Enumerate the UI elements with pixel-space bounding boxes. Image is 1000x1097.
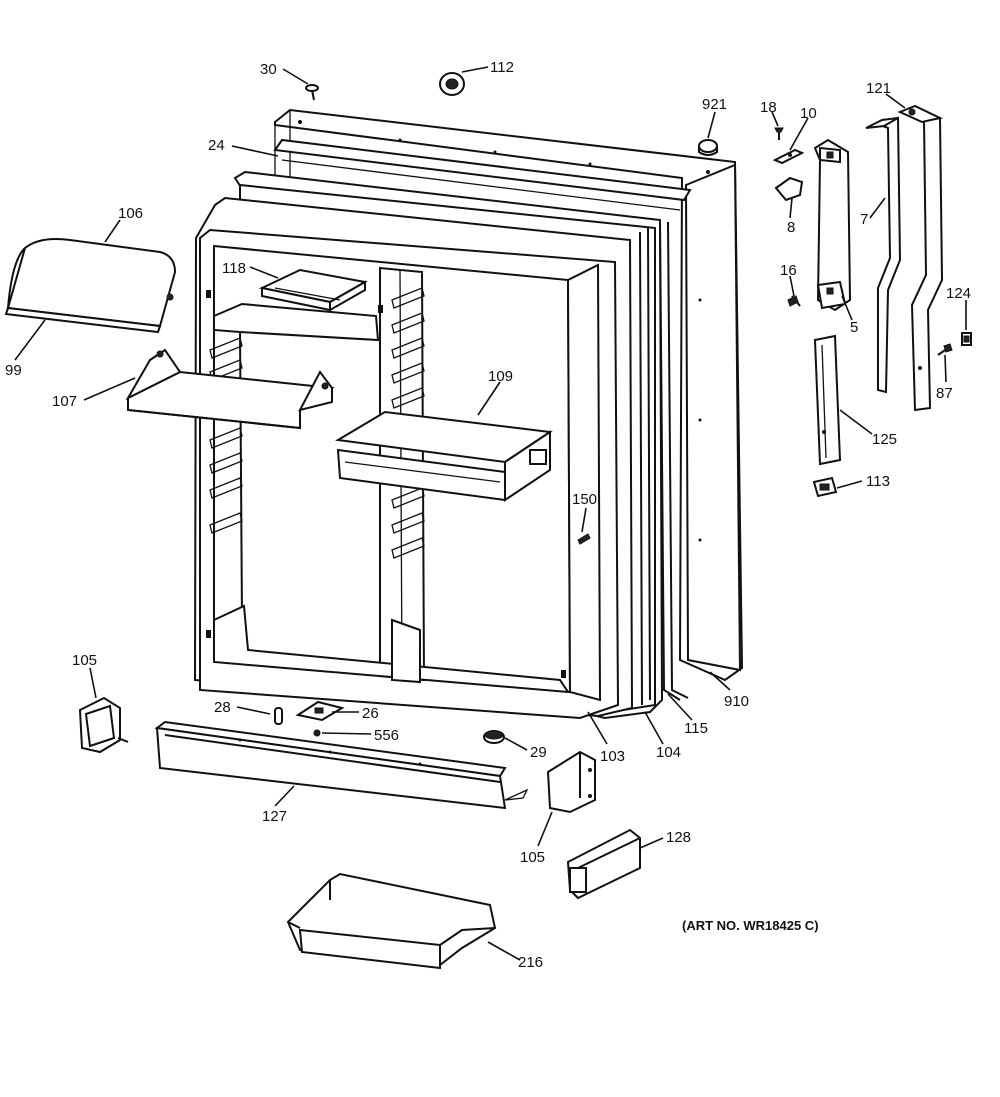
- kick-plate-127: [154, 720, 529, 810]
- callout-103: 103: [600, 748, 625, 765]
- callout-107: 107: [52, 393, 77, 410]
- hinge-bracket-5: [813, 138, 852, 312]
- callout-105-right: 105: [520, 849, 545, 866]
- handle-cap-113: [812, 476, 838, 498]
- door-bin: [335, 410, 553, 502]
- callout-127: 127: [262, 808, 287, 825]
- callout-7: 7: [860, 211, 868, 228]
- callout-99: 99: [5, 362, 22, 379]
- plug-112: [439, 72, 465, 96]
- bracket-128: [566, 828, 641, 900]
- callout-8: 8: [787, 219, 795, 236]
- bracket-26: [295, 700, 345, 722]
- screw-30: [305, 84, 319, 101]
- callout-216: 216: [518, 954, 543, 971]
- callout-18: 18: [760, 99, 777, 116]
- dairy-rack: [258, 268, 368, 312]
- callout-124: 124: [946, 285, 971, 302]
- callout-121: 121: [866, 80, 891, 97]
- callout-115: 115: [684, 720, 708, 737]
- callout-125: 125: [872, 431, 897, 448]
- callout-921: 921: [702, 96, 727, 113]
- plug-29: [483, 730, 505, 744]
- leader-lines: [14, 66, 967, 961]
- callout-910: 910: [724, 693, 749, 710]
- hinge-pin-10: [772, 148, 805, 165]
- screw-556: [313, 729, 321, 737]
- pin-28: [274, 707, 283, 725]
- callout-10: 10: [800, 105, 817, 122]
- door-liner: [193, 196, 634, 720]
- callout-105-left: 105: [72, 652, 97, 669]
- callout-30: 30: [260, 61, 277, 78]
- callout-128: 128: [666, 829, 691, 846]
- callout-118: 118: [222, 260, 246, 277]
- callout-112: 112: [490, 59, 514, 76]
- callout-24: 24: [208, 137, 225, 154]
- door-shelf-left: [125, 348, 335, 430]
- door-outer-panel: [274, 108, 744, 682]
- screw-87: [937, 343, 953, 356]
- trim-rail-7: [865, 116, 902, 394]
- screw-18: [774, 127, 784, 140]
- door-bin-216: [286, 872, 497, 970]
- art-number: (ART NO. WR18425 C): [682, 918, 819, 933]
- callout-106: 106: [118, 205, 143, 222]
- callout-150: 150: [572, 491, 597, 508]
- screw-150: [577, 533, 591, 545]
- callout-29: 29: [530, 744, 547, 761]
- center-shelf-rails: [391, 287, 425, 559]
- bracket-105-left: [78, 696, 129, 754]
- callout-labels: 30 112 921 18 10 121 24 106 8 7 118 16 1…: [5, 59, 971, 971]
- clip-124: [961, 332, 972, 346]
- callout-5: 5: [850, 319, 858, 336]
- door-trim-strip: [273, 138, 692, 211]
- callout-109: 109: [488, 368, 513, 385]
- screw-16: [787, 295, 801, 307]
- bracket-105-right: [546, 750, 596, 814]
- callout-26: 26: [362, 705, 379, 722]
- hinge-cap-8: [774, 176, 804, 202]
- callout-104: 104: [656, 744, 681, 761]
- callout-87: 87: [936, 385, 953, 402]
- door-handle-125: [813, 334, 842, 466]
- callout-113: 113: [866, 473, 890, 490]
- plug-921: [698, 139, 718, 156]
- callout-556: 556: [374, 727, 399, 744]
- callout-28: 28: [214, 699, 231, 716]
- trim-rail-121: [897, 104, 944, 412]
- callout-16: 16: [780, 262, 797, 279]
- dairy-compartment-door: [4, 238, 177, 334]
